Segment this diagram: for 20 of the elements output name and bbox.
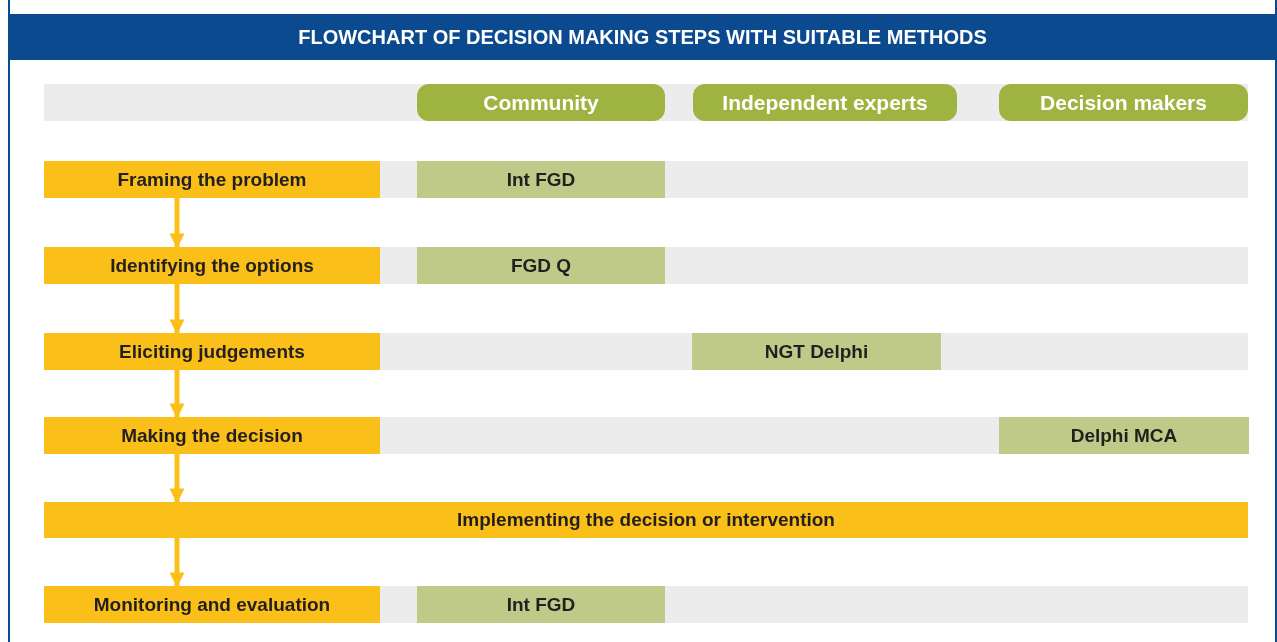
method-box: Delphi MCA (999, 417, 1249, 454)
arrow (169, 538, 185, 588)
method-box: Int FGD (417, 161, 665, 198)
column-header: Community (417, 84, 665, 121)
method-box: NGT Delphi (692, 333, 941, 370)
step-box: Making the decision (44, 417, 380, 454)
title-banner: FLOWCHART OF DECISION MAKING STEPS WITH SUITABLE METHODS (8, 14, 1277, 60)
method-box: FGD Q (417, 247, 665, 284)
column-header: Independent experts (693, 84, 957, 121)
arrow (169, 198, 185, 249)
method-box: Int FGD (417, 586, 665, 623)
arrow (169, 370, 185, 419)
step-box: Eliciting judgements (44, 333, 380, 370)
step-box: Identifying the options (44, 247, 380, 284)
step-box: Implementing the decision or intervention (44, 502, 1248, 538)
step-box: Framing the problem (44, 161, 380, 198)
column-header: Decision makers (999, 84, 1248, 121)
step-box: Monitoring and evaluation (44, 586, 380, 623)
arrow (169, 284, 185, 335)
arrow (169, 454, 185, 504)
